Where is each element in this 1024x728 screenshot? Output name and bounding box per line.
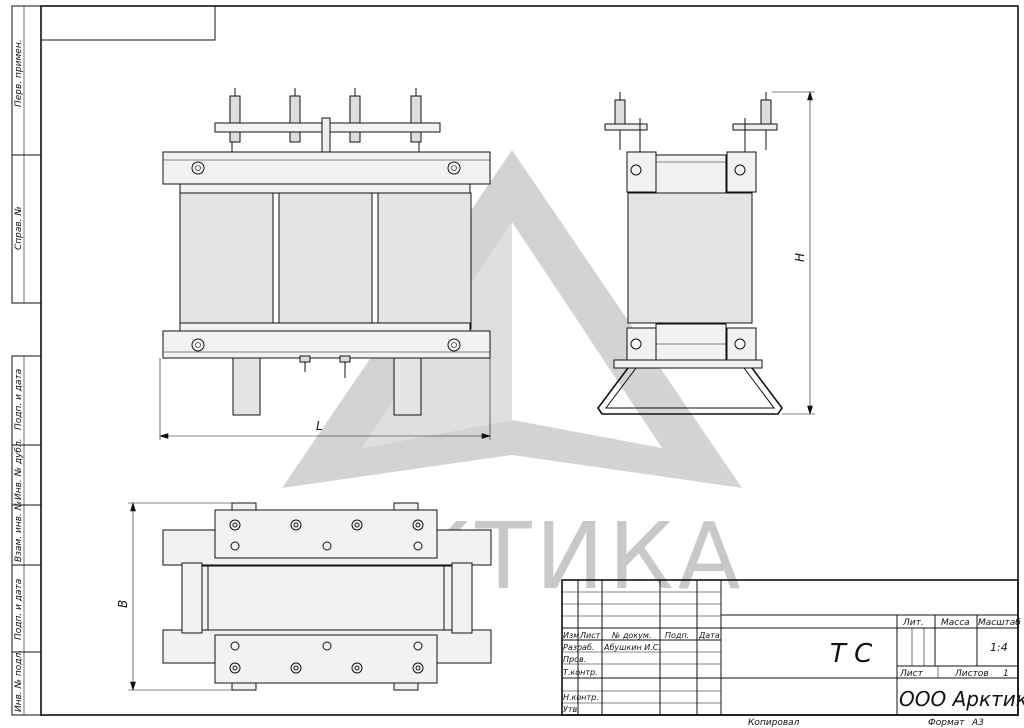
label-podp-data-1: Подп. и дата [14,369,24,430]
front-view [162,88,491,416]
label-vzam-inv: Взам. инв. № [14,501,24,562]
top-left-box [40,5,216,41]
row-razrab-name: Абушкин И.С. [603,643,661,652]
left-strip [11,5,42,716]
dimension-h [772,90,815,416]
sheet-label: Лист [899,669,924,679]
header-masshtab: Масштаб [978,618,1021,628]
header-lit: Лит. [902,618,924,628]
row-nkontr: Н.контр. [563,693,599,702]
footer-format-label: Формат [928,718,965,728]
col-izm: Изм. [563,631,582,640]
dimension-b [128,501,232,692]
dimension-l-label: L [316,419,323,433]
col-podp: Подп. [665,631,689,640]
footer-copied: Копировал [748,718,800,728]
scale-value: 1:4 [990,641,1008,654]
row-utv: Утв. [563,705,580,714]
sheets-label: Листов [954,669,989,679]
col-doc: № докум. [611,631,651,640]
side-view [597,92,783,415]
top-view [162,502,492,691]
title-block [561,579,1019,716]
label-inv-dubl: Инв. № дубл. [14,438,24,500]
sheets-value: 1 [1003,669,1009,679]
label-perv-primen: Перв. примен. [14,39,24,107]
dimension-h-label: H [793,253,807,262]
label-sprav-no: Справ. № [14,206,24,250]
label-inv-podl: Инв. № подл. [14,650,24,712]
row-razrab: Разраб. [563,643,594,652]
col-data: Дата [698,631,720,640]
dimension-b-label: B [116,600,130,608]
label-podp-data-2: Подп. и дата [14,579,24,640]
col-list: Лист [579,631,601,640]
dimension-l [158,358,492,440]
row-tkontr: Т.контр. [563,668,598,677]
organization-name: ООО Арктика [899,687,1024,711]
header-massa: Масса [941,618,970,628]
footer-format-value: А3 [971,718,984,728]
drawing-designation: Т С [830,639,873,669]
row-prov: Пров. [563,655,586,664]
